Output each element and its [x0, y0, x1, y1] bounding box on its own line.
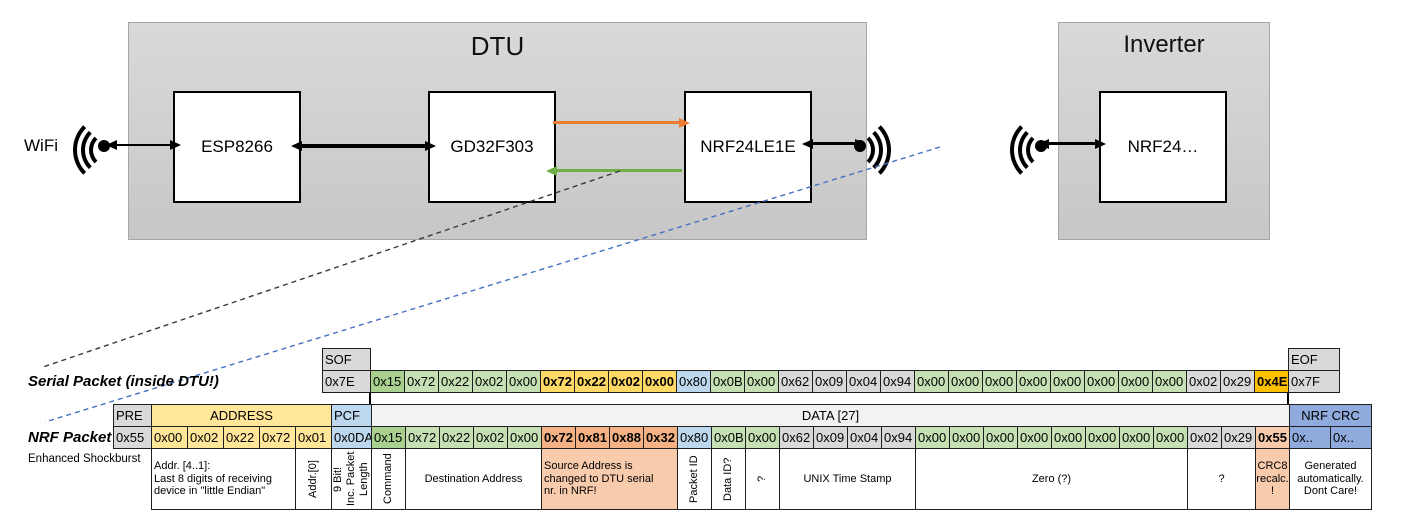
- enhanced-shockburst-label: Enhanced Shockburst: [28, 453, 141, 465]
- nrf-byte-cell: 0x00: [915, 426, 950, 449]
- annotation-cell: Addr.[0]: [295, 448, 332, 510]
- serial-byte-cell: 0x29: [1220, 370, 1255, 393]
- annotation-cell: Destination Address: [405, 448, 542, 510]
- inverter-nrf24-box: NRF24…: [1099, 91, 1227, 203]
- nrf-byte-cell: 0x55: [113, 426, 152, 449]
- serial-byte-cell: 0x7E: [322, 370, 371, 393]
- nrf-byte-cell: 0x80: [677, 426, 712, 449]
- nrf-byte-cell: 0x00: [949, 426, 984, 449]
- nrf-antenna-arrow: [812, 142, 856, 145]
- serial-byte-cell: 0x09: [812, 370, 847, 393]
- serial-byte-cell: 0x80: [676, 370, 711, 393]
- field-header: DATA [27]: [371, 404, 1290, 427]
- nrf-byte-cell: 0x72: [405, 426, 440, 449]
- nrf-byte-cell: 0x09: [813, 426, 848, 449]
- serial-byte-cell: 0x02: [1186, 370, 1221, 393]
- nrf-byte-cell: 0x00: [1051, 426, 1086, 449]
- nrf-byte-cell: 0x81: [575, 426, 610, 449]
- serial-byte-cell: 0x00: [1050, 370, 1085, 393]
- wifi-esp8266-arrow: [116, 144, 171, 146]
- serial-byte-cell: 0x00: [914, 370, 949, 393]
- serial-byte-cell: 0x62: [778, 370, 813, 393]
- annotation-cell: Source Address is changed to DTU serial …: [541, 448, 678, 510]
- nrf-byte-cell: 0x0B: [711, 426, 746, 449]
- serial-byte-cell: 0x72: [540, 370, 575, 393]
- serial-byte-cell: 0x02: [472, 370, 507, 393]
- nrf-byte-cell: 0x29: [1221, 426, 1256, 449]
- nrf-byte-cell: 0x04: [847, 426, 882, 449]
- serial-byte-cell: 0x22: [574, 370, 609, 393]
- inverter-title: Inverter: [1123, 31, 1205, 58]
- nrf-packet-label: NRF Packet: [28, 429, 112, 446]
- serial-byte-cell: 0x15: [370, 370, 405, 393]
- nrf-byte-cell: 0x02: [473, 426, 508, 449]
- nrf-byte-cell: 0x00: [983, 426, 1018, 449]
- field-header: PRE: [113, 404, 152, 427]
- serial-byte-cell: 0x7F: [1288, 370, 1340, 393]
- annotation-cell: Zero (?): [915, 448, 1188, 510]
- nrf-byte-cell: 0x22: [439, 426, 474, 449]
- serial-byte-cell: 0x22: [438, 370, 473, 393]
- nrf-byte-cell: 0x0DA: [331, 426, 372, 449]
- serial-byte-cell: 0x00: [744, 370, 779, 393]
- nrf-byte-cell: 0x00: [507, 426, 542, 449]
- field-header: EOF: [1288, 348, 1340, 371]
- nrf-byte-cell: 0x02: [1187, 426, 1222, 449]
- nrf-byte-cell: 0x01: [295, 426, 332, 449]
- serial-byte-cell: 0x72: [404, 370, 439, 393]
- annotation-cell: Addr. [4..1]: Last 8 digits of receiving…: [151, 448, 296, 510]
- nrf-byte-cell: 0x72: [259, 426, 296, 449]
- serial-byte-cell: 0x04: [846, 370, 881, 393]
- serial-byte-cell: 0x94: [880, 370, 915, 393]
- inverter-antenna-arrow: [1048, 142, 1096, 145]
- nrf-byte-cell: 0x..: [1330, 426, 1372, 449]
- dtu-title: DTU: [470, 31, 525, 61]
- field-header: NRF CRC: [1289, 404, 1372, 427]
- nrf-byte-cell: 0x..: [1289, 426, 1331, 449]
- esp8266-gd32-arrow: [301, 144, 426, 148]
- nrf-byte-cell: 0x02: [187, 426, 224, 449]
- nrf-byte-cell: 0x32: [643, 426, 678, 449]
- nrf-byte-cell: 0x00: [1153, 426, 1188, 449]
- field-header: SOF: [322, 348, 371, 371]
- field-header: PCF: [331, 404, 372, 427]
- annotation-cell: Generated automatically. Dont Care!: [1289, 448, 1372, 510]
- serial-packet-label: Serial Packet (inside DTU!): [28, 373, 219, 390]
- nrf-byte-cell: 0x00: [1017, 426, 1052, 449]
- nrf-byte-cell: 0x55: [1255, 426, 1290, 449]
- serial-byte-cell: 0x00: [948, 370, 983, 393]
- serial-byte-cell: 0x00: [982, 370, 1017, 393]
- annotation-cell: Data ID?: [711, 448, 746, 510]
- nrf-byte-cell: 0x22: [223, 426, 260, 449]
- nrf-byte-cell: 0x00: [1119, 426, 1154, 449]
- annotation-cell: CRC8 recalc. !: [1255, 448, 1290, 510]
- annotation-cell: Packet ID: [677, 448, 712, 510]
- nrf-byte-cell: 0x15: [371, 426, 406, 449]
- serial-byte-cell: 0x00: [1016, 370, 1051, 393]
- nrf-byte-cell: 0x72: [541, 426, 576, 449]
- serial-byte-cell: 0x00: [642, 370, 677, 393]
- serial-byte-cell: 0x00: [506, 370, 541, 393]
- serial-byte-cell: 0x4E: [1254, 370, 1289, 393]
- uart-tx-arrow: [553, 121, 680, 124]
- annotation-cell: 9 Bit! Inc. Packet Length: [331, 448, 372, 510]
- nrf-byte-cell: 0x94: [881, 426, 916, 449]
- field-header: ADDRESS: [151, 404, 332, 427]
- serial-byte-cell: 0x00: [1152, 370, 1187, 393]
- serial-byte-cell: 0x0B: [710, 370, 745, 393]
- serial-byte-cell: 0x02: [608, 370, 643, 393]
- nrf-byte-cell: 0x00: [1085, 426, 1120, 449]
- nrf-byte-cell: 0x88: [609, 426, 644, 449]
- nrf-byte-cell: 0x00: [745, 426, 780, 449]
- annotation-cell: ?: [745, 448, 780, 510]
- nrf-byte-cell: 0x00: [151, 426, 188, 449]
- serial-byte-cell: 0x00: [1118, 370, 1153, 393]
- annotation-cell: ?: [1187, 448, 1256, 510]
- annotation-cell: Command: [371, 448, 406, 510]
- nrf-byte-cell: 0x62: [779, 426, 814, 449]
- serial-byte-cell: 0x00: [1084, 370, 1119, 393]
- annotation-cell: UNIX Time Stamp: [779, 448, 916, 510]
